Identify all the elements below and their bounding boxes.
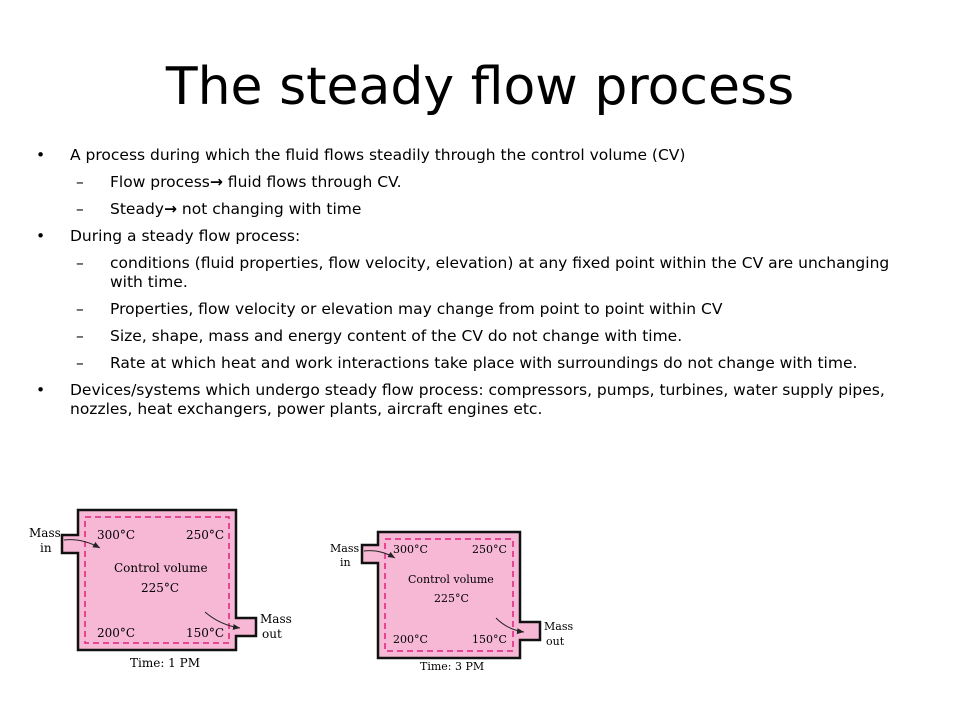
temperature-label: 300°C	[97, 528, 135, 542]
bullet-item: • During a steady flow process:	[36, 227, 926, 246]
temperature-label: 300°C	[393, 543, 428, 556]
dash-marker: –	[76, 354, 84, 372]
bullet-item: • Devices/systems which undergo steady fl…	[36, 381, 926, 419]
mass-out-label: out	[546, 635, 565, 648]
mass-out-label: Mass	[260, 612, 292, 626]
page-title: The steady flow process	[165, 57, 795, 117]
dash-marker: –	[76, 300, 84, 318]
temperature-label: 200°C	[97, 626, 135, 640]
sub-bullet-item: – Properties, flow velocity or elevation…	[36, 300, 926, 319]
bullet-text: A process during which the fluid flows s…	[70, 146, 686, 164]
temperature-label: 225°C	[434, 592, 469, 605]
mass-in-label: in	[40, 541, 52, 555]
sub-bullet-text: Properties, flow velocity or elevation m…	[110, 300, 723, 318]
mass-in-label: Mass	[29, 526, 61, 540]
temperature-label: 250°C	[472, 543, 507, 556]
mass-out-label: Mass	[544, 620, 573, 633]
temperature-label: 200°C	[393, 633, 428, 646]
sub-bullet-text: Rate at which heat and work interactions…	[110, 354, 858, 372]
sub-bullet-text: Steady	[110, 200, 164, 218]
time-label: Time: 3 PM	[420, 660, 484, 673]
bullet-item: • A process during which the fluid flows …	[36, 146, 926, 165]
control-volume-diagram-1: Mass in 300°C 250°C Control volume 225°C…	[29, 508, 292, 670]
sub-bullet-text: conditions (fluid properties, flow veloc…	[110, 254, 890, 291]
mass-out-label: out	[262, 627, 282, 641]
temperature-label: 225°C	[141, 581, 179, 595]
bullet-text: During a steady flow process:	[70, 227, 301, 245]
temperature-label: 150°C	[186, 626, 224, 640]
temperature-label: 150°C	[472, 633, 507, 646]
bullet-marker: •	[36, 146, 46, 164]
time-label: Time: 1 PM	[130, 656, 200, 670]
sub-bullet-item: – Size, shape, mass and energy content o…	[36, 327, 926, 346]
sub-bullet-text: Size, shape, mass and energy content of …	[110, 327, 683, 345]
bullet-text: Devices/systems which undergo steady flo…	[70, 381, 885, 418]
bullet-marker: •	[36, 227, 46, 245]
sub-bullet-text: Flow process	[110, 173, 210, 191]
sub-bullet-item: – conditions (fluid properties, flow velo…	[36, 254, 926, 292]
control-volume-diagram-2: Mass in 300°C 250°C Control volume 225°C…	[330, 530, 573, 673]
dash-marker: –	[76, 200, 84, 218]
temperature-label: 250°C	[186, 528, 224, 542]
sub-bullet-item: – Flow process→ fluid flows through CV.	[36, 173, 926, 192]
control-volume-label: Control volume	[114, 561, 208, 575]
dash-marker: –	[76, 173, 84, 191]
sub-bullet-text: not changing with time	[176, 200, 362, 218]
bullet-list: • A process during which the fluid flows …	[36, 146, 926, 427]
bullet-marker: •	[36, 381, 46, 399]
sub-bullet-item: – Rate at which heat and work interaction…	[36, 354, 926, 373]
mass-in-label: in	[340, 556, 351, 569]
mass-in-label: Mass	[330, 542, 359, 555]
right-arrow-icon: →	[163, 200, 177, 218]
dash-marker: –	[76, 254, 84, 272]
dash-marker: –	[76, 327, 84, 345]
right-arrow-icon: →	[209, 173, 223, 191]
sub-bullet-item: – Steady→ not changing with time	[36, 200, 926, 219]
sub-bullet-text: fluid flows through CV.	[222, 173, 402, 191]
control-volume-label: Control volume	[408, 573, 494, 586]
